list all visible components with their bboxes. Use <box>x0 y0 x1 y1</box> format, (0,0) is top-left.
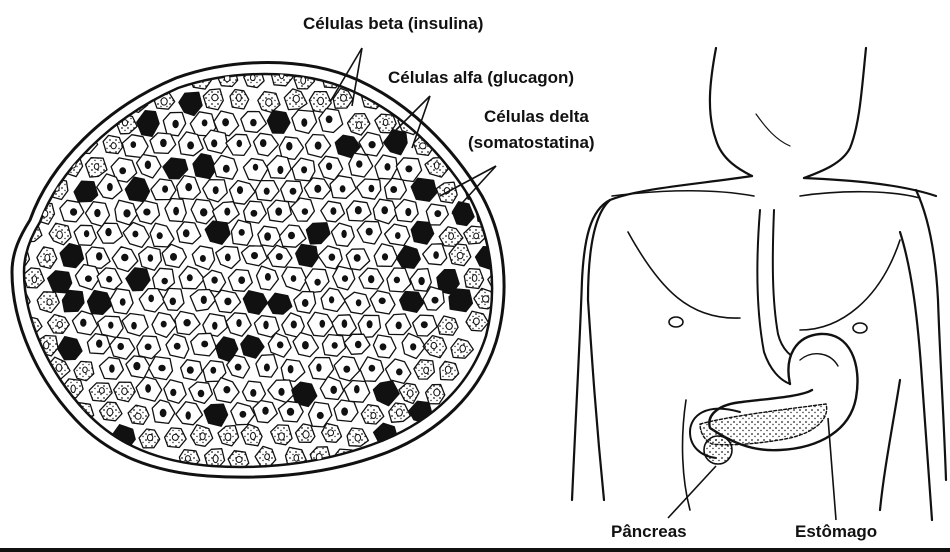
alpha-cell <box>411 178 436 201</box>
pancreas-leader-line <box>668 466 716 518</box>
pancreas-label: Pâncreas <box>611 521 687 543</box>
delta-cell <box>464 269 483 289</box>
delta-cells-label-line1: Células delta <box>484 106 589 128</box>
alpha-cells-label: Células alfa (glucagon) <box>388 67 574 89</box>
nipple-right <box>853 323 867 333</box>
delta-cell <box>33 158 53 180</box>
beta-cells-label: Células beta (insulina) <box>303 13 483 35</box>
torso-illustration <box>572 48 946 520</box>
arm-right-line <box>916 190 946 480</box>
clavicle-right <box>800 192 920 198</box>
neck-right <box>804 48 866 178</box>
alpha-cell <box>296 244 318 266</box>
delta-cell <box>50 133 71 152</box>
torso-side-left <box>588 300 604 500</box>
clavicle-left <box>612 191 754 196</box>
torso-side-right <box>880 380 900 510</box>
pancreatic-islet <box>10 63 510 478</box>
alpha-cell <box>449 289 472 312</box>
pectoral-left <box>628 232 740 318</box>
waist-left <box>683 400 690 510</box>
beta-cell <box>256 355 278 378</box>
pancreas-head <box>704 436 732 464</box>
delta-cell <box>10 203 31 222</box>
arm-right-inner <box>900 232 932 520</box>
bottom-rule <box>0 548 950 552</box>
esophagus-right <box>773 210 800 360</box>
arm-left <box>588 200 610 300</box>
delta-cells-label-line2: (somatostatina) <box>468 132 595 154</box>
stomach-label: Estômago <box>795 521 877 543</box>
pectoral-right <box>800 240 900 330</box>
nipple-left <box>669 317 683 327</box>
neck-detail <box>756 114 790 146</box>
neck-left <box>710 48 752 176</box>
delta-cell <box>440 361 459 380</box>
beta-cell <box>74 225 96 245</box>
delta-cell <box>103 135 123 153</box>
